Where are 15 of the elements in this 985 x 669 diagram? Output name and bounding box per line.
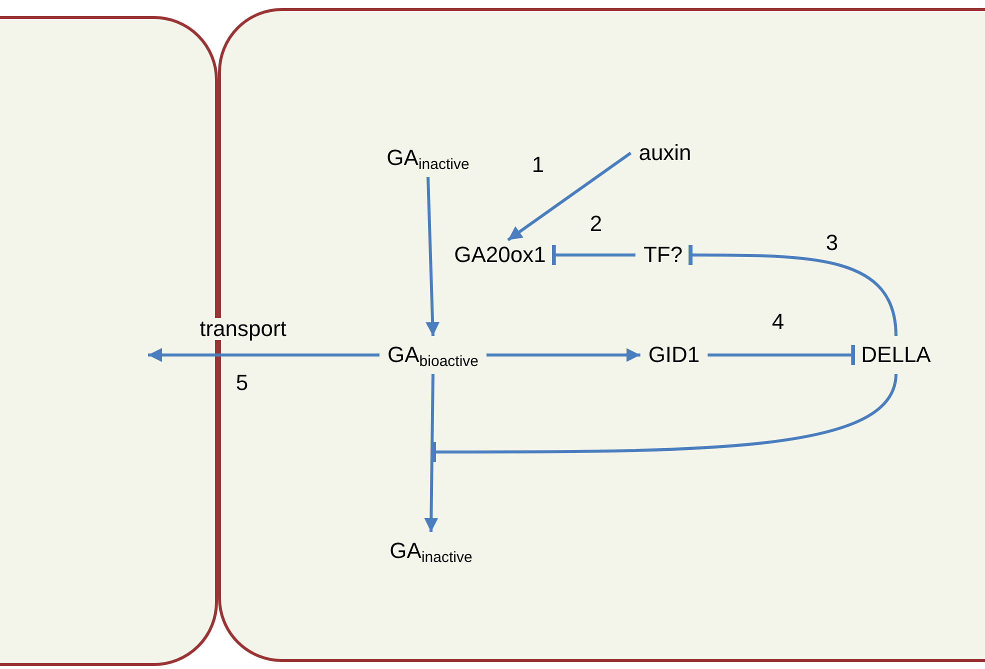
connector-arrow (507, 152, 632, 242)
node-label: GA20ox1 (454, 244, 546, 266)
connector-arrow (486, 348, 640, 362)
node-label: DELLA (861, 344, 931, 366)
step-number: 5 (236, 372, 248, 394)
connector-arrow (148, 348, 380, 362)
connector-arrow (424, 374, 438, 532)
node-label: GA$_{inactive}$ (386, 147, 470, 169)
node-label: GA$_{inactive}$ (390, 540, 472, 562)
edge-label: transport (200, 318, 286, 340)
connector-arrow (426, 176, 440, 336)
node-label: GA$_{bioactive}$ (388, 344, 478, 366)
node-label: auxin (638, 142, 692, 164)
node-label: GID1 (648, 344, 700, 366)
node-label: TF? (643, 244, 683, 266)
